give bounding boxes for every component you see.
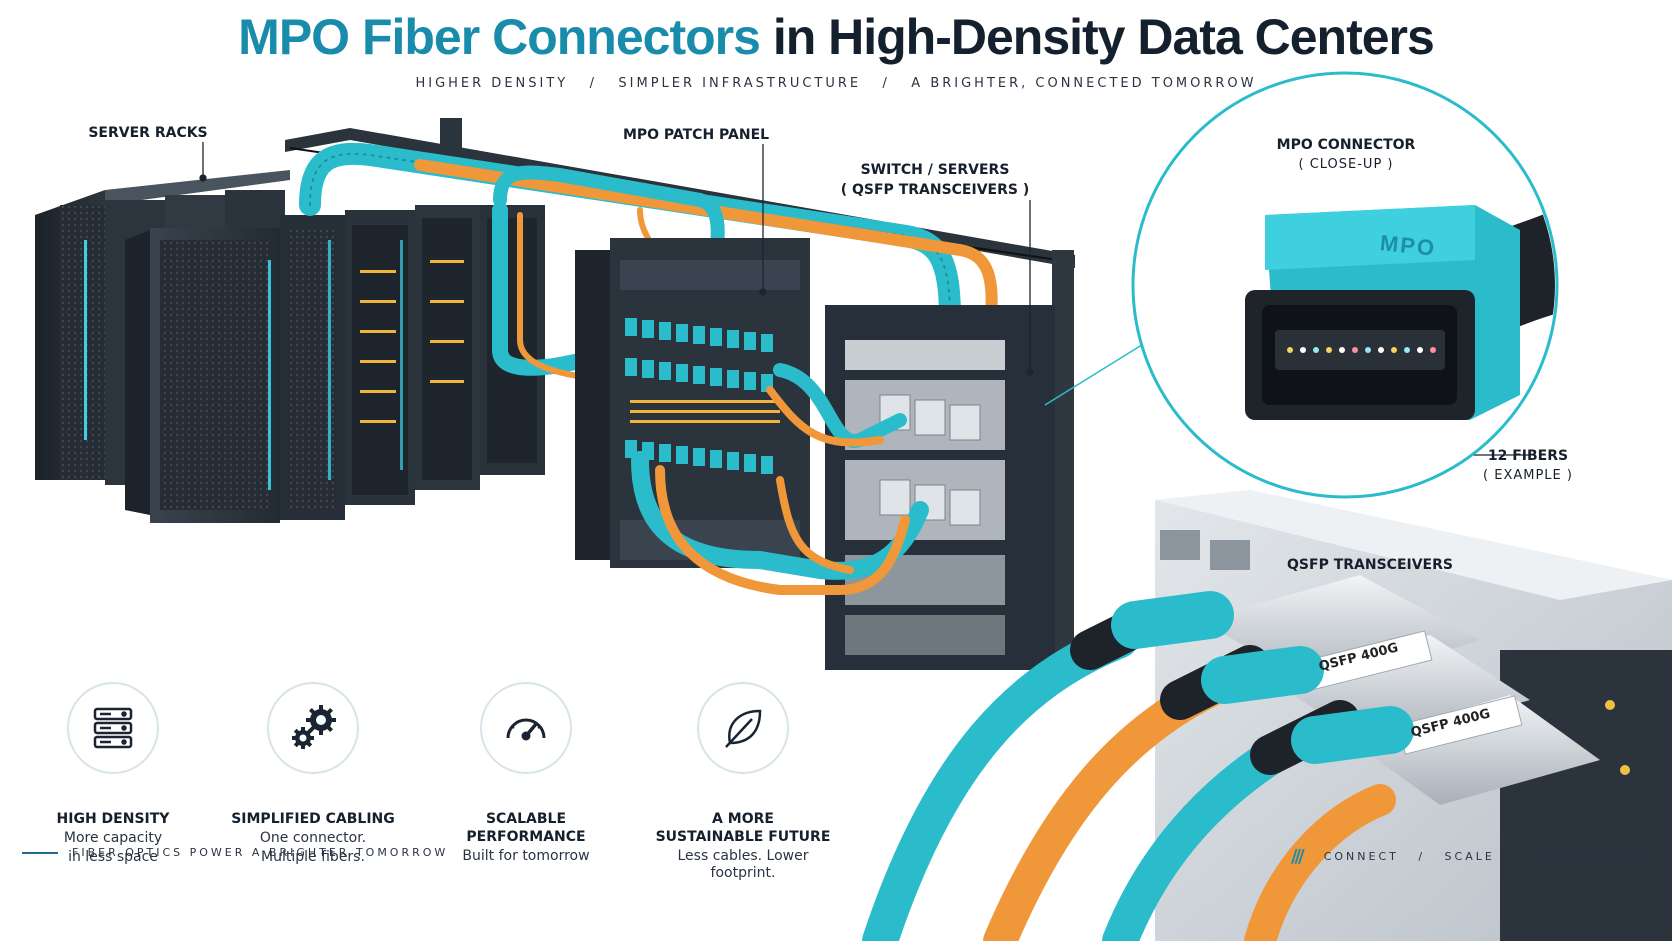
label-12-fibers: 12 FIBERS ( EXAMPLE ) bbox=[1483, 446, 1573, 486]
feature-title: HIGH DENSITY bbox=[56, 811, 170, 827]
feature-icon-circle bbox=[67, 682, 159, 774]
feature-title: A MORE SUSTAINABLE FUTURE bbox=[643, 810, 843, 846]
footer-right: /// CONNECT / SCALE / GO FURTHER bbox=[1291, 846, 1642, 867]
label-switch-line1: SWITCH / SERVERS bbox=[860, 162, 1010, 178]
feature-title: SIMPLIFIED CABLING bbox=[231, 811, 395, 827]
feature-simplified-cabling: SIMPLIFIED CABLING One connector. Multip… bbox=[218, 682, 408, 866]
server-stack-icon bbox=[93, 707, 133, 749]
label-server-racks: SERVER RACKS bbox=[88, 125, 208, 141]
feature-desc-line2: in less space bbox=[68, 849, 158, 865]
footer-slash-icon: /// bbox=[1290, 846, 1305, 867]
title-rest: in High-Density Data Centers bbox=[772, 9, 1435, 65]
label-connector-line1: MPO CONNECTOR bbox=[1276, 137, 1416, 153]
server-rack-group-front bbox=[84, 205, 545, 523]
label-mpo-connector: MPO CONNECTOR ( CLOSE-UP ) bbox=[1277, 135, 1416, 175]
label-fibers-line2: ( EXAMPLE ) bbox=[1483, 468, 1573, 483]
page-subtitle: HIGHER DENSITY / SIMPLER INFRASTRUCTURE … bbox=[415, 76, 1257, 91]
label-connector-line2: ( CLOSE-UP ) bbox=[1298, 157, 1394, 172]
feature-title: SCALABLE PERFORMANCE bbox=[466, 811, 586, 845]
feature-desc-line1: One connector. bbox=[259, 830, 367, 846]
overhead-cable-bundle bbox=[299, 142, 998, 383]
page-title: MPO Fiber Connectors in High-Density Dat… bbox=[0, 8, 1672, 66]
label-qsfp-transceivers: QSFP TRANSCEIVERS bbox=[1287, 557, 1453, 573]
qsfp-chassis bbox=[1155, 490, 1672, 941]
feature-desc-line1: Built for tomorrow bbox=[462, 848, 590, 864]
feature-sustainable-future: A MORE SUSTAINABLE FUTURE Less cables. L… bbox=[643, 682, 843, 882]
label-mpo-patch-panel: MPO PATCH PANEL bbox=[622, 127, 770, 143]
feature-high-density: HIGH DENSITY More capacity in less space bbox=[18, 682, 208, 866]
feature-desc-line1: Less cables. Lower footprint. bbox=[677, 848, 809, 881]
footer-right-text: CONNECT / SCALE / GO FURTHER bbox=[1323, 850, 1642, 863]
feature-desc-line2: Multiple fibers. bbox=[261, 849, 365, 865]
feature-title-line1: A MORE bbox=[712, 811, 774, 827]
feature-scalable-performance: SCALABLE PERFORMANCE Built for tomorrow bbox=[431, 682, 621, 865]
leaf-icon bbox=[725, 709, 762, 748]
feature-title-line2: SUSTAINABLE FUTURE bbox=[655, 829, 831, 845]
footer-left-text: FIBER OPTICS POWER A BRIGHTER TOMORROW bbox=[72, 846, 449, 859]
feature-icon-circle bbox=[267, 682, 359, 774]
feature-icon-circle bbox=[480, 682, 572, 774]
feature-icon-circle bbox=[697, 682, 789, 774]
speedometer-icon bbox=[506, 718, 546, 741]
qsfp-cables bbox=[862, 591, 1414, 941]
footer-left: FIBER OPTICS POWER A BRIGHTER TOMORROW bbox=[22, 846, 448, 859]
label-switch-line2: ( QSFP TRANSCEIVERS ) bbox=[840, 182, 1030, 198]
patch-cables bbox=[631, 363, 929, 595]
footer-divider bbox=[22, 851, 58, 854]
feature-desc-line1: More capacity bbox=[63, 830, 163, 846]
gears-icon bbox=[292, 705, 336, 749]
switch-rack bbox=[825, 305, 1055, 670]
label-fibers-line1: 12 FIBERS bbox=[1487, 448, 1569, 464]
patch-panel-rack bbox=[575, 238, 810, 568]
label-switch-servers: SWITCH / SERVERS ( QSFP TRANSCEIVERS ) bbox=[841, 160, 1030, 200]
connector-closeup bbox=[1131, 71, 1559, 499]
title-highlight: MPO Fiber Connectors bbox=[238, 9, 761, 65]
